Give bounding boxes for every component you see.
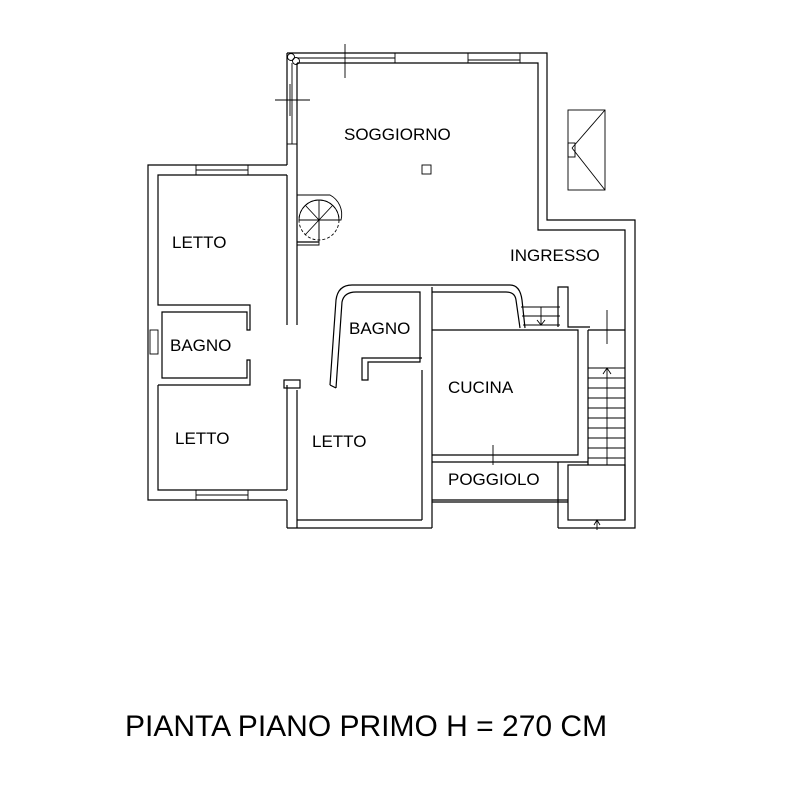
room-label-ingresso: INGRESSO bbox=[510, 246, 600, 265]
room-label-letto-3: LETTO bbox=[312, 432, 366, 451]
fireplace-icon bbox=[567, 109, 606, 191]
room-label-letto-2: LETTO bbox=[175, 429, 229, 448]
room-label-letto-1: LETTO bbox=[172, 233, 226, 252]
room-label-bagno-2: BAGNO bbox=[349, 319, 410, 338]
pillar bbox=[421, 164, 432, 175]
room-label-soggiorno: SOGGIORNO bbox=[344, 125, 451, 144]
windows bbox=[149, 53, 521, 501]
spiral-staircase-icon bbox=[296, 194, 343, 246]
reference-marks bbox=[275, 44, 346, 116]
room-label-cucina: CUCINA bbox=[448, 378, 514, 397]
room-label-bagno-1: BAGNO bbox=[170, 336, 231, 355]
interior-walls bbox=[329, 284, 590, 528]
room-label-poggiolo: POGGIOLO bbox=[448, 470, 540, 489]
staircase-icon bbox=[567, 310, 626, 530]
drawing-title: PIANTA PIANO PRIMO H = 270 CM bbox=[125, 710, 607, 743]
